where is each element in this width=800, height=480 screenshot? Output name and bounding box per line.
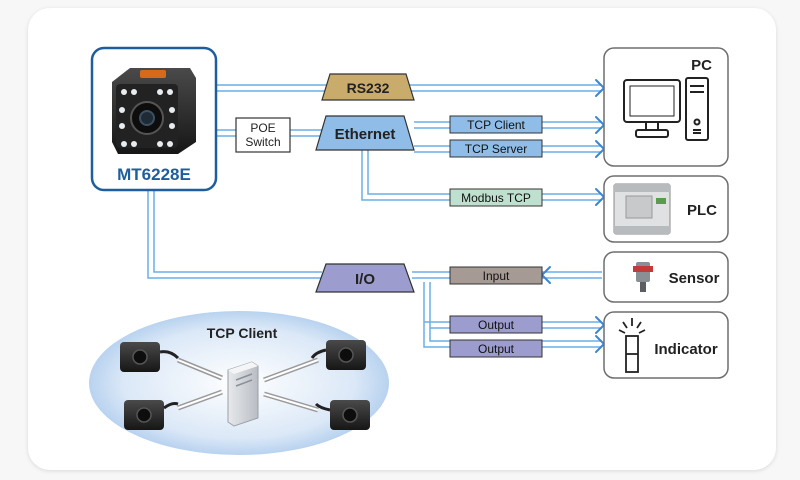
output-2-link xyxy=(423,282,602,348)
interface-rs232: RS232 xyxy=(321,73,415,101)
device-box: MT6228E xyxy=(90,46,218,192)
protocol-output-1: Output xyxy=(449,315,543,334)
arrow-indicator-1 xyxy=(595,316,606,334)
tcp-client-label: TCP Client xyxy=(467,118,525,132)
indicator-label: Indicator xyxy=(654,341,718,358)
cluster-arrows-inner xyxy=(177,359,319,411)
client-camera-icon xyxy=(314,400,370,430)
sensor-label: Sensor xyxy=(669,270,720,287)
arrow-sensor-input xyxy=(540,266,551,284)
barcode-reader-icon xyxy=(112,68,196,154)
poe-switch-line2: Switch xyxy=(245,135,280,149)
server-icon xyxy=(227,361,259,427)
arrow-pc-server xyxy=(595,140,606,158)
target-plc: PLC xyxy=(603,175,729,243)
interface-ethernet: Ethernet xyxy=(315,115,415,151)
pc-icon xyxy=(623,77,709,141)
arrow-pc-rs232 xyxy=(595,79,606,97)
protocol-tcp-server: TCP Server xyxy=(449,139,543,158)
target-sensor: Sensor xyxy=(603,251,729,303)
protocol-input: Input xyxy=(449,266,543,285)
arrow-pc-client xyxy=(595,116,606,134)
arrow-indicator-2 xyxy=(595,335,606,353)
camera-io-link xyxy=(147,190,322,279)
sensor-icon xyxy=(633,262,653,292)
arrow-heads xyxy=(540,79,606,353)
interface-io: I/O xyxy=(315,263,415,293)
target-indicator: Indicator xyxy=(603,311,729,379)
client-camera-icon xyxy=(124,400,179,430)
input-label: Input xyxy=(483,269,510,283)
protocol-output-2: Output xyxy=(449,339,543,358)
device-name: MT6228E xyxy=(117,165,191,184)
plc-label: PLC xyxy=(687,202,717,219)
tcp-client-cluster: TCP Client xyxy=(89,311,389,455)
switch-ethernet-link xyxy=(290,129,322,137)
tcp-server-label: TCP Server xyxy=(465,142,527,156)
poe-switch: POE Switch xyxy=(235,117,291,153)
pc-label: PC xyxy=(691,57,712,74)
arrow-plc xyxy=(595,188,606,206)
output-2-label: Output xyxy=(478,342,515,356)
poe-switch-line1: POE xyxy=(250,121,275,135)
target-pc: PC xyxy=(603,47,729,167)
rs232-label: RS232 xyxy=(347,80,390,96)
client-camera-icon xyxy=(310,340,366,370)
protocol-tcp-client: TCP Client xyxy=(449,115,543,134)
cluster-title: TCP Client xyxy=(207,325,278,341)
ethernet-label: Ethernet xyxy=(335,126,396,143)
modbus-label: Modbus TCP xyxy=(461,191,531,205)
protocol-modbus: Modbus TCP xyxy=(449,188,543,207)
output-1-label: Output xyxy=(478,318,515,332)
indicator-icon xyxy=(618,318,646,373)
camera-switch-link xyxy=(216,129,236,137)
plc-icon xyxy=(613,183,671,235)
io-label: I/O xyxy=(355,271,375,288)
client-camera-icon xyxy=(120,342,180,372)
